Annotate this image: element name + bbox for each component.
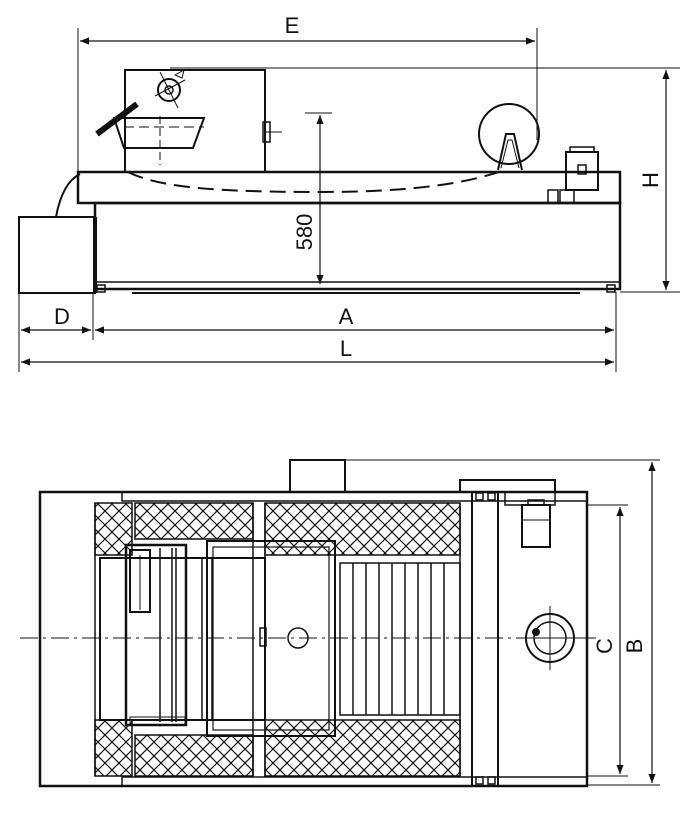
dimension-label-l: L [340, 336, 352, 361]
belt-assembly [99, 557, 266, 721]
drive-wheel [478, 103, 540, 165]
dimension-label-d: D [54, 304, 70, 329]
dimension-label-a: A [339, 304, 354, 329]
dimension-label-c: C [592, 638, 617, 654]
top-view: C B [20, 459, 660, 788]
tank-body [93, 201, 622, 291]
filter-housing [124, 69, 266, 173]
paper-tray [112, 117, 206, 149]
dimension-label-580: 580 [292, 214, 317, 251]
motor-housing [289, 459, 346, 493]
hopper-box [18, 216, 96, 294]
dimension-label-b: B [622, 639, 647, 654]
side-view: E H 580 D A L [18, 13, 680, 372]
top-plate [76, 170, 622, 205]
upper-roller [157, 78, 181, 102]
drive-motor [521, 504, 551, 548]
dimension-label-e: E [285, 13, 300, 38]
dimension-label-h: H [638, 172, 663, 188]
slat-grid [339, 562, 461, 716]
